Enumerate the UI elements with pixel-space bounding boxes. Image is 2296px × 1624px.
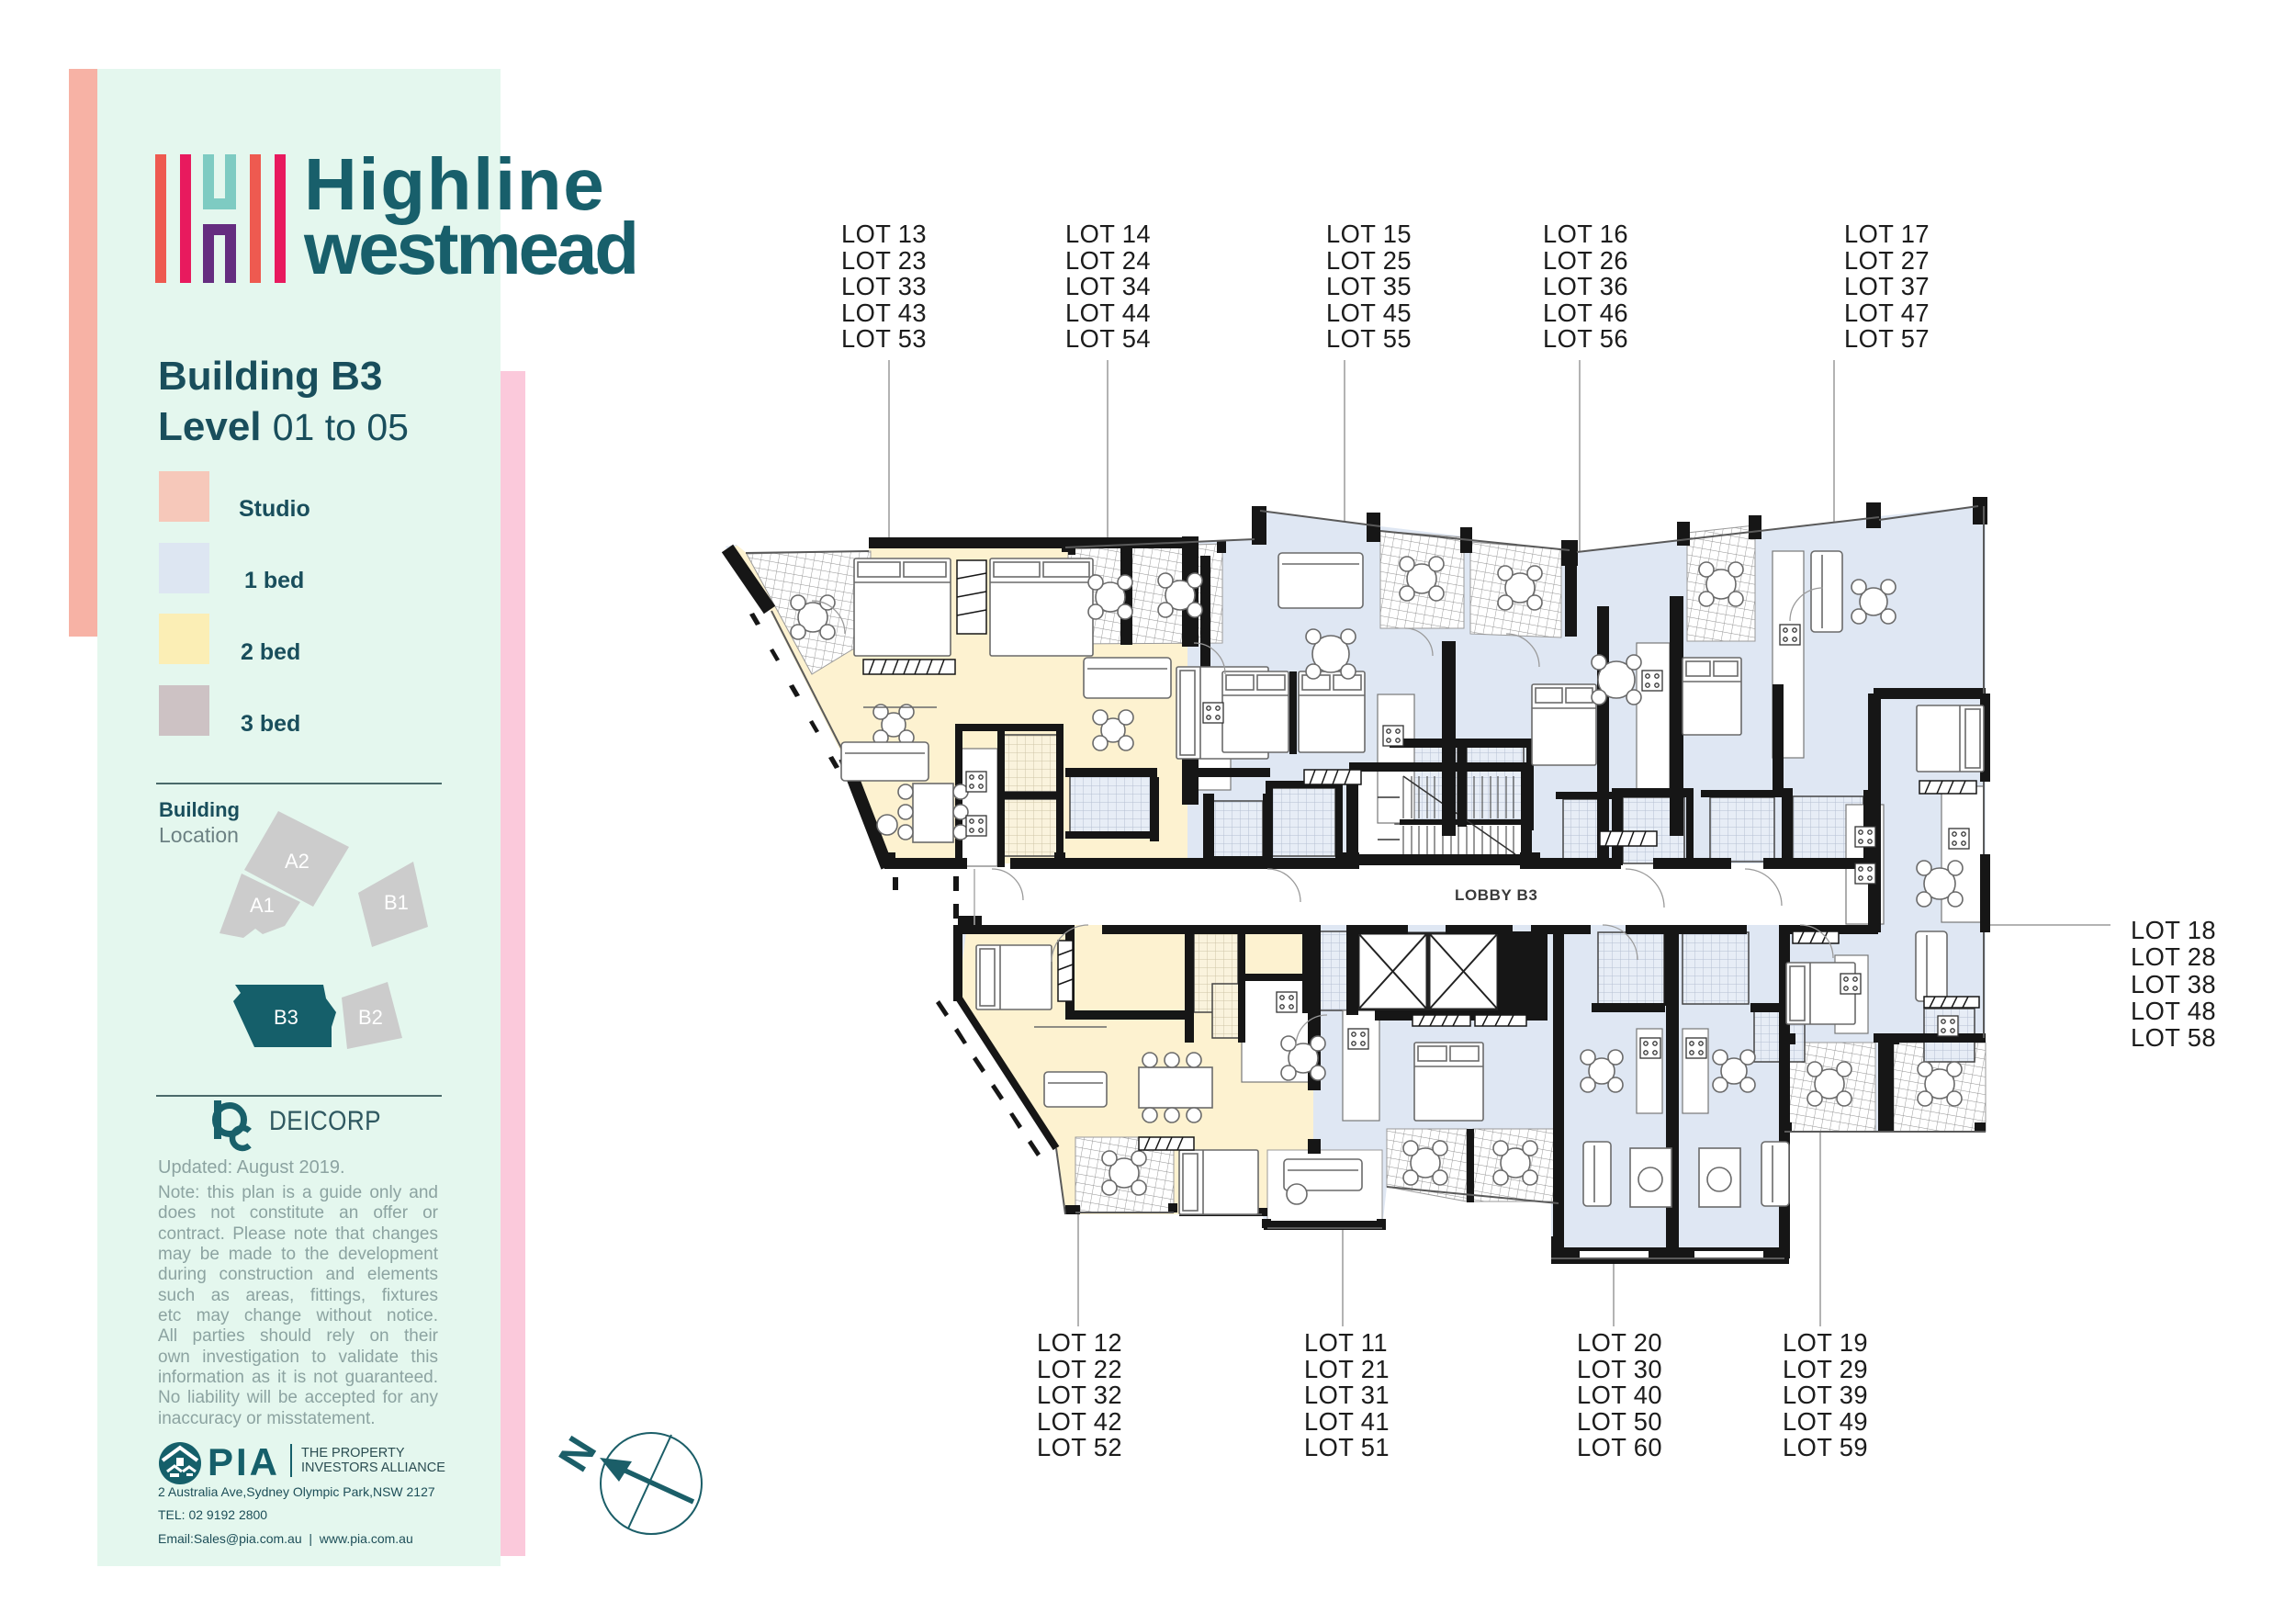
svg-text:B1: B1 bbox=[384, 891, 409, 914]
svg-text:LOBBY B3: LOBBY B3 bbox=[1455, 886, 1537, 904]
svg-text:B2: B2 bbox=[358, 1006, 383, 1029]
svg-text:A1: A1 bbox=[250, 894, 275, 917]
svg-text:A2: A2 bbox=[285, 850, 310, 873]
svg-text:B3: B3 bbox=[274, 1006, 298, 1029]
